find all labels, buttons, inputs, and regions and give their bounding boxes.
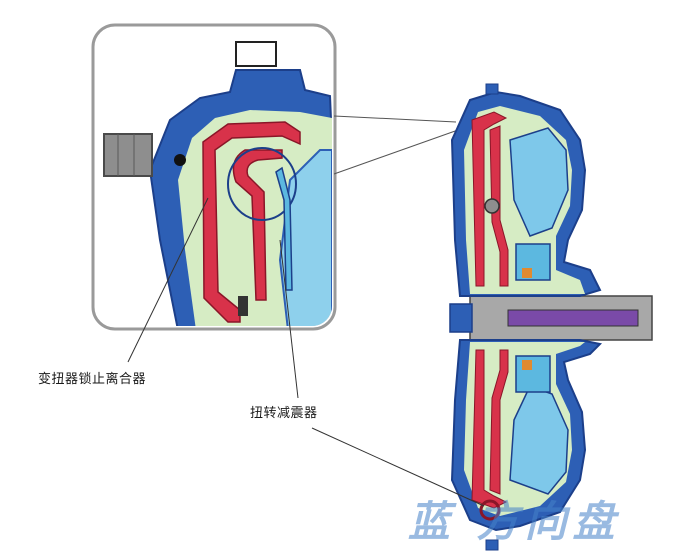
main-stator-lower	[515, 355, 551, 393]
main-turbine-lower	[509, 385, 569, 495]
main-turbine-upper	[509, 127, 569, 237]
zoom-leader-upper	[333, 115, 457, 123]
label-lockup-clutch: 变扭器锁止离合器	[38, 372, 147, 387]
inset-zoom-view	[91, 23, 337, 331]
inset-top-block	[235, 41, 277, 67]
inset-damper-plate	[275, 166, 293, 291]
leader-lockup-clutch	[127, 197, 209, 363]
leader-torsion-damper-main	[311, 427, 485, 507]
inset-turbine	[278, 149, 332, 326]
inset-lower-pin	[238, 296, 248, 316]
inset-bolt	[174, 154, 186, 166]
inset-damper-spring	[227, 147, 297, 221]
main-damper-spring-upper	[484, 198, 500, 214]
inset-input-shaft	[103, 133, 153, 177]
main-lockup-clutch-lower	[471, 349, 508, 509]
watermark-text: 蓝 方向盘	[408, 497, 621, 546]
inset-lockup-clutch	[202, 121, 301, 323]
main-damper-spring-lower	[479, 499, 501, 521]
main-lockup-clutch-upper	[471, 111, 508, 287]
main-cross-section	[449, 83, 653, 551]
leader-torsion-damper	[279, 239, 299, 399]
zoom-leader-lower	[333, 129, 459, 175]
label-torsion-damper: 扭转减震器	[250, 406, 318, 421]
main-stator-upper	[515, 243, 551, 281]
